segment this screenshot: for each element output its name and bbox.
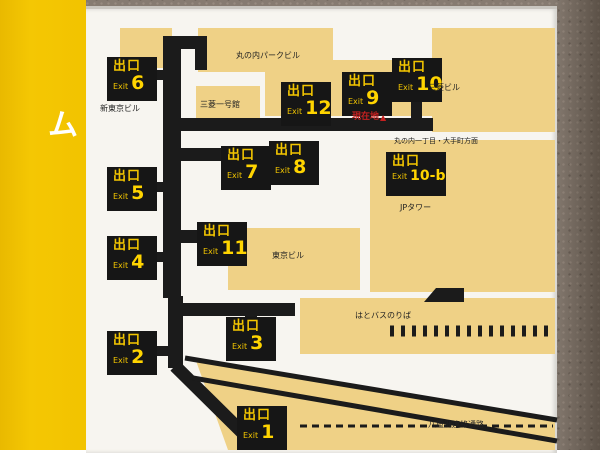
- exit-12-number: 12: [305, 97, 332, 120]
- exit-6-word: Exit: [113, 81, 129, 91]
- label-marunouchi-park-building: 丸の内パークビル: [236, 51, 300, 60]
- current-location-text: 現在地: [352, 112, 380, 122]
- exit-1-word: Exit: [243, 430, 259, 440]
- exit-7-number: 7: [245, 161, 259, 184]
- exit-3-kanji: 出口: [232, 319, 261, 334]
- exit-8-kanji: 出口: [275, 143, 304, 158]
- exit-5-kanji: 出口: [113, 169, 142, 184]
- exit-10b-number: 10-b: [410, 168, 446, 185]
- exit-4-kanji: 出口: [113, 238, 142, 253]
- label-marunouchi-otemachi-direction: 丸の内一丁目・大手町方面: [394, 137, 478, 145]
- exit-10b-word: Exit: [392, 171, 408, 181]
- current-location-arrow-icon: ▲: [380, 113, 387, 122]
- exit-7-kanji: 出口: [227, 148, 256, 163]
- exit-9-number: 9: [366, 87, 380, 110]
- exit-10-number: 10: [416, 73, 443, 96]
- exit-5-number: 5: [131, 182, 145, 205]
- sign-side-character: ム: [48, 108, 78, 143]
- label-yaesu-connecting-passage: 八重洲連絡通路: [428, 420, 484, 429]
- exit-11-number: 11: [221, 237, 248, 260]
- exit-3-number: 3: [250, 332, 264, 355]
- exit-1-kanji: 出口: [243, 408, 272, 423]
- label-shin-tokyo-building: 新東京ビル: [100, 104, 140, 113]
- exit-11-word: Exit: [203, 246, 219, 256]
- label-hato-bus-stop: はとバスのりば: [355, 311, 411, 320]
- exit-7-word: Exit: [227, 170, 243, 180]
- label-mitsubishi-building: 三菱ビル: [428, 83, 460, 92]
- exit-10b-kanji: 出口: [392, 154, 421, 169]
- label-tokyo-building: 東京ビル: [272, 251, 304, 260]
- exit-2-number: 2: [131, 346, 145, 369]
- exit-10-word: Exit: [398, 82, 414, 92]
- exit-4-word: Exit: [113, 260, 129, 270]
- exit-11-kanji: 出口: [203, 224, 232, 239]
- exit-1-number: 1: [261, 421, 275, 444]
- sign-yellow-edge: [0, 0, 86, 450]
- exit-10-kanji: 出口: [398, 60, 427, 75]
- exit-5-word: Exit: [113, 191, 129, 201]
- current-location-marker: 現在地▲: [352, 109, 386, 122]
- exit-2-word: Exit: [113, 355, 129, 365]
- label-jp-tower: JPタワー: [400, 203, 432, 212]
- exit-8-word: Exit: [275, 165, 291, 175]
- exit-9-kanji: 出口: [348, 74, 377, 89]
- label-mitsubishi-ichigokan: 三菱一号館: [200, 100, 240, 109]
- exit-3-word: Exit: [232, 341, 248, 351]
- exit-8-number: 8: [293, 156, 307, 179]
- exit-6-number: 6: [131, 72, 145, 95]
- exit-12-kanji: 出口: [287, 84, 316, 99]
- exit-6-kanji: 出口: [113, 59, 142, 74]
- exit-4-number: 4: [131, 251, 145, 274]
- exit-12-word: Exit: [287, 106, 303, 116]
- exit-2-kanji: 出口: [113, 333, 142, 348]
- exit-9-word: Exit: [348, 96, 364, 106]
